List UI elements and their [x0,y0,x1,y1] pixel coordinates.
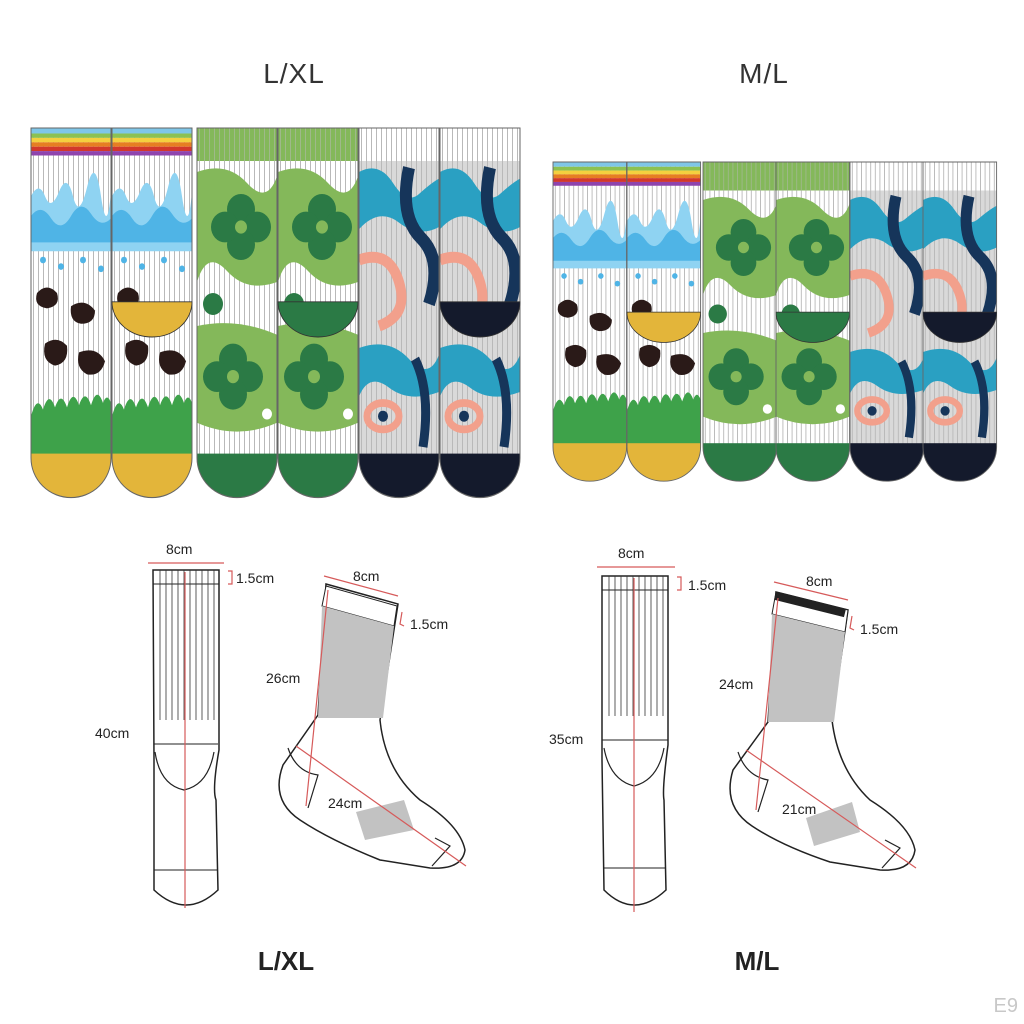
size-caption-ml: M/L [734,946,780,976]
side-sock-diagram-lxl [278,575,467,869]
rainbow-cow-sock-pair [31,128,192,509]
product-row-ml [553,162,997,491]
leg-label-ml-side: 24cm [719,676,753,692]
abstract-wave-sock-pair [359,128,520,509]
flat-sock-diagram-lxl [148,562,233,908]
cuff-label-lxl-side: 1.5cm [410,616,448,632]
cuff-label-ml-side: 1.5cm [860,621,898,637]
foot-label-lxl-side: 24cm [328,795,362,811]
width-label-ml-flat: 8cm [618,545,644,561]
flat-sock-diagram-ml [597,566,682,912]
width-label-lxl-side: 8cm [353,568,379,584]
width-label-ml-side: 8cm [806,573,832,589]
watermark: E9 [993,995,1018,1017]
size-heading-lxl: L/XL [263,58,325,89]
size-heading-ml: M/L [739,58,789,89]
abstract-wave-sock-pair [850,162,997,491]
size-caption-lxl: L/XL [257,946,315,976]
side-sock-diagram-ml [729,581,917,871]
length-label-lxl-flat: 40cm [95,725,129,741]
cuff-label-ml-flat: 1.5cm [688,577,726,593]
length-label-ml-flat: 35cm [549,731,583,747]
product-row-lxl [31,128,520,509]
rainbow-cow-sock-pair [553,162,701,491]
cuff-label-lxl-flat: 1.5cm [236,570,274,586]
clover-sock-pair [197,128,358,509]
width-label-lxl-flat: 8cm [166,541,192,557]
leg-label-lxl-side: 26cm [266,670,300,686]
clover-sock-pair [703,162,850,491]
foot-label-ml-side: 21cm [782,801,816,817]
